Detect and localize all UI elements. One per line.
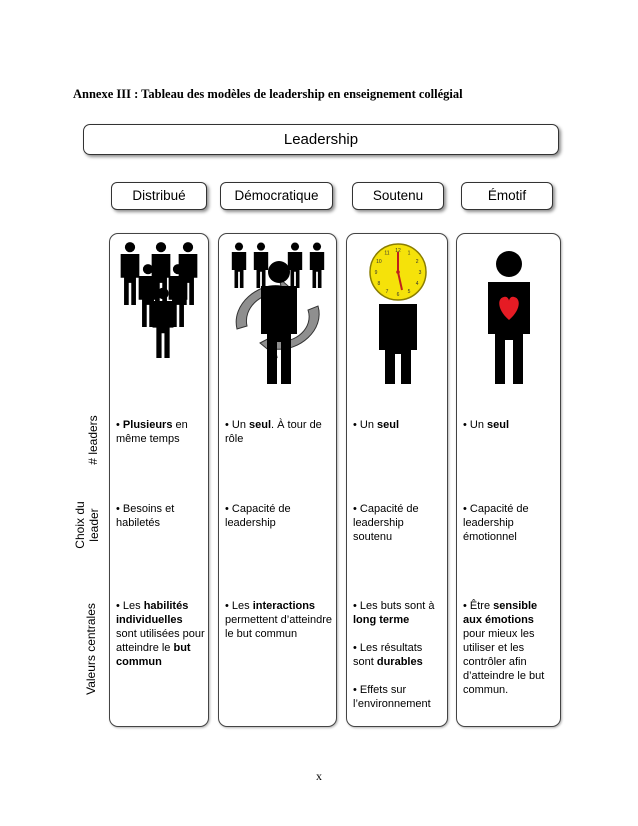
clock-number: 3: [419, 270, 422, 276]
cell-choix-emotif: • Capacité de leadership émotionnel: [463, 503, 529, 543]
page-number: x: [316, 769, 322, 783]
cell-valeurs-distribue: • Les habilités individuelles sont utili…: [116, 600, 205, 668]
clock-number: 1: [408, 251, 411, 257]
cell-valeurs-soutenu: • Les buts sont à long terme• Les résult…: [353, 600, 435, 710]
clock-number: 8: [378, 281, 381, 287]
cell-leaders-democratique: • Un seul. À tour de rôle: [225, 419, 322, 445]
clock-number: 11: [384, 251, 389, 257]
group-of-people-icon: [120, 242, 198, 358]
cell-choix-soutenu: • Capacité de leadership soutenu: [353, 503, 419, 543]
rotating-leader-icon: [231, 242, 325, 384]
header-democratique: Démocratique: [220, 182, 333, 210]
clock-number: 10: [376, 259, 382, 265]
column-democratique: • Un seul. À tour de rôle • Capacité de …: [218, 233, 337, 727]
clock-number: 4: [416, 281, 419, 287]
cell-choix-distribue: • Besoins et habiletés: [116, 503, 175, 529]
row-label-choix: Choix du leader: [73, 500, 103, 550]
row-label-choix-line2: leader: [87, 508, 101, 542]
clock-number: 12: [395, 248, 401, 254]
cell-leaders-soutenu: • Un seul: [353, 419, 400, 431]
heart-icon: [499, 296, 519, 320]
row-label-choix-line1: Choix du: [73, 501, 87, 549]
clock-number: 9: [375, 270, 378, 276]
row-label-valeurs: Valeurs centrales: [84, 603, 98, 695]
heart-figure-icon: [488, 251, 530, 384]
header-soutenu: Soutenu: [352, 182, 444, 210]
column-emotif: • Un seul • Capacité de leadership émoti…: [456, 233, 561, 727]
cell-valeurs-democratique: • Les interactions permettent d’atteindr…: [225, 600, 333, 640]
header-distribue: Distribué: [111, 182, 207, 210]
clock-number: 7: [386, 289, 389, 295]
clock-number: 6: [397, 292, 400, 298]
cell-leaders-emotif: • Un seul: [463, 419, 510, 431]
clock-number: 2: [416, 259, 419, 265]
row-label-leaders: # leaders: [86, 415, 100, 465]
cell-leaders-distribue: • Plusieurs en même temps: [116, 419, 188, 445]
header-emotif: Émotif: [461, 182, 553, 210]
leadership-banner: Leadership: [83, 124, 559, 155]
clock-number: 5: [408, 289, 411, 295]
cell-valeurs-emotif: • Être sensible aux émotions pour mieux …: [463, 600, 545, 696]
cell-choix-democratique: • Capacité de leadership: [225, 503, 291, 529]
column-distribue: • Plusieurs en même temps • Besoins et h…: [109, 233, 209, 727]
document-caption: Annexe III : Tableau des modèles de lead…: [73, 87, 463, 101]
